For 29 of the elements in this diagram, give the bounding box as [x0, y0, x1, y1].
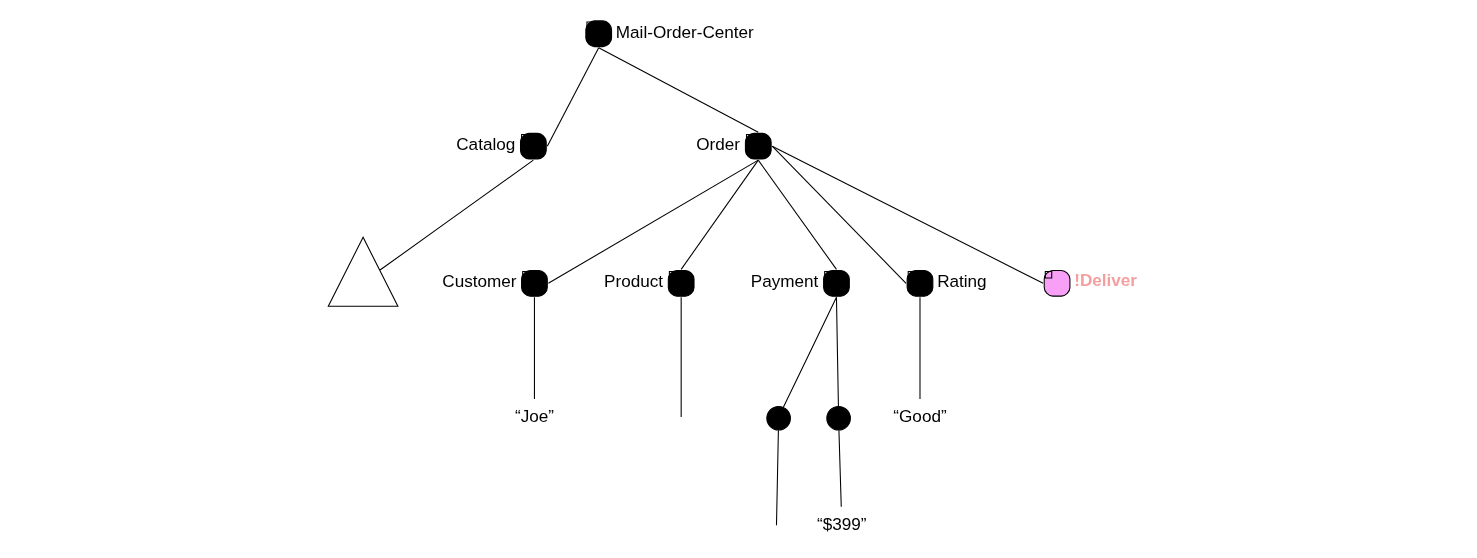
- connector: [546, 47, 599, 147]
- node-label: Customer: [441, 271, 517, 292]
- node-label: Catalog: [455, 134, 515, 155]
- connector: [680, 296, 682, 418]
- connector: [771, 145, 1044, 284]
- node-label: Payment: [750, 271, 818, 292]
- connector: [771, 145, 907, 284]
- connector: [533, 296, 535, 400]
- connector: [775, 429, 779, 526]
- connector: [835, 296, 839, 407]
- node-label: Rating: [936, 271, 987, 292]
- node-label: Product: [603, 271, 663, 292]
- node-label: Order: [695, 134, 740, 155]
- node-circle: [825, 405, 851, 431]
- connector: [597, 47, 759, 133]
- node-text: “$399”: [816, 514, 867, 535]
- connector: [547, 159, 759, 284]
- node-label: !Deliver: [1073, 270, 1137, 291]
- connector: [918, 296, 921, 400]
- connector: [680, 159, 759, 270]
- connector: [837, 429, 842, 508]
- node-triangle: [326, 236, 399, 307]
- node-label: Mail-Order-Center: [615, 21, 754, 42]
- connector: [757, 159, 837, 270]
- connector: [379, 159, 534, 271]
- connector: [782, 296, 837, 408]
- node-text: “Joe”: [514, 406, 554, 427]
- node-circle: [765, 405, 791, 431]
- node-text: “Good”: [892, 406, 947, 427]
